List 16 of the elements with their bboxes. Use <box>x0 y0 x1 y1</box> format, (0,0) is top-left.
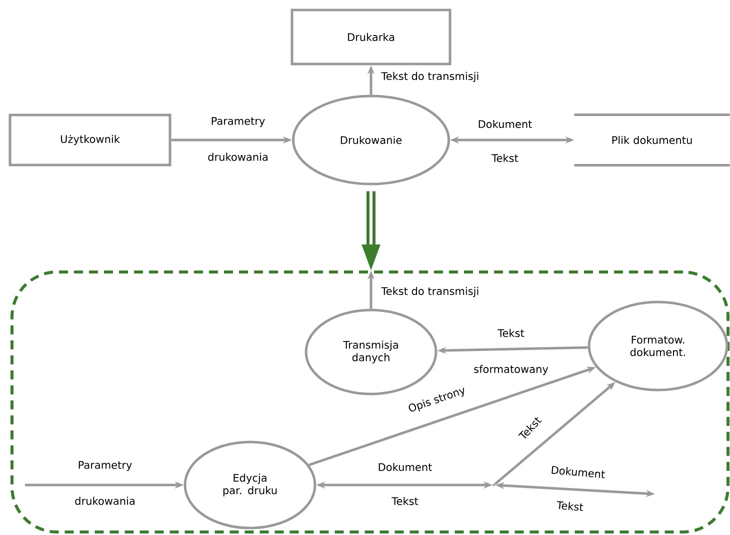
edge-label: Parametry drukowania <box>75 461 134 505</box>
edge-label: Tekst do transmisji <box>381 286 478 298</box>
edge-label: Tekst sformatowany <box>474 328 548 376</box>
data-store: Plik dokumentu <box>573 114 730 166</box>
flow-label: Tekst <box>492 154 518 162</box>
edge-label: Dokument <box>478 120 532 128</box>
flow-label: Tekst <box>392 496 418 506</box>
flow-label: Tekst <box>556 501 584 512</box>
process-box: Użytkownik <box>8 114 172 166</box>
process-box: Drukarka <box>290 8 452 66</box>
edge-label: Parametry drukowania <box>208 117 268 161</box>
dashed-region <box>10 270 730 534</box>
junction-point <box>492 484 496 486</box>
edge-label: Tekst do transmisji <box>381 72 478 82</box>
edge-label: Dokument <box>552 466 605 478</box>
edge-label: Dokument <box>378 462 432 472</box>
